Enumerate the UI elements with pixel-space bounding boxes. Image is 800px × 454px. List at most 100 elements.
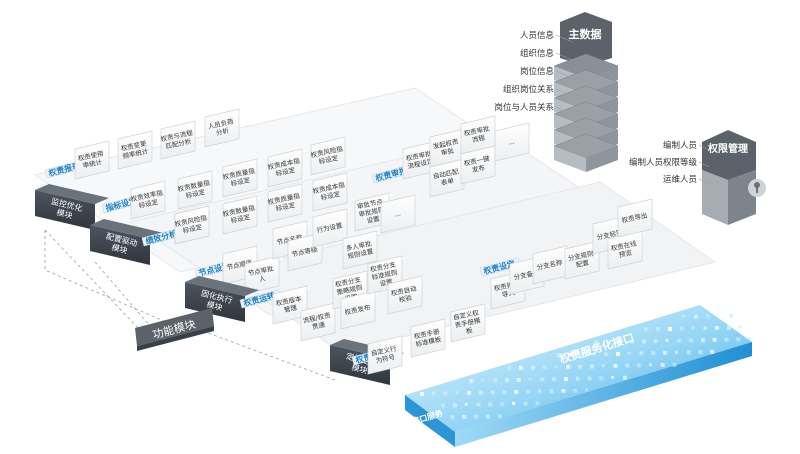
function-card: 权责与流程匹配分析: [160, 120, 199, 160]
master-data-title: 主数据: [569, 27, 602, 41]
module-base: 配置驱动模块: [90, 219, 164, 265]
authority-item: 编制人员权限等级: [629, 157, 698, 168]
card-face: [340, 290, 376, 330]
pixel-block: [668, 327, 672, 331]
pixel-block: [500, 402, 503, 405]
leader-line: [698, 144, 710, 151]
function-card: 权责质量指标设定: [267, 183, 306, 223]
function-card: 分支名称: [532, 245, 571, 285]
function-card: ...: [380, 194, 419, 234]
pixel-block: [542, 365, 545, 368]
function-card: 权责导出: [617, 198, 656, 238]
pixel-block: [689, 338, 692, 341]
pixel-block: [594, 340, 597, 343]
card-face: [74, 140, 110, 180]
pixel-block: [627, 351, 631, 355]
pixel-block: [599, 376, 602, 379]
card-face: [130, 180, 166, 220]
function-card: 权责风险指标设定: [174, 205, 213, 245]
card-label: ...: [394, 209, 402, 218]
module-row: 定权定责模块权责编辑自定义行为符号权责手册标准模板自定义权责手册模板: [330, 303, 489, 385]
leader-line: [555, 106, 573, 115]
function-card: 多人审批规则设置: [342, 230, 381, 270]
interface-platform: [405, 305, 752, 447]
module-base-top: [90, 219, 164, 239]
pixel-block: [585, 388, 589, 392]
pixel-block: [557, 353, 561, 358]
pixel-block: [486, 414, 490, 419]
function-card: 权责质量指标设定: [222, 158, 261, 198]
function-card: 权责数量指标设定: [222, 195, 261, 235]
pixel-block: [653, 339, 657, 343]
card-face: [267, 148, 303, 188]
pixel-block: [490, 390, 494, 394]
authority-title: 权限管理: [707, 142, 748, 155]
pixel-block: [656, 327, 661, 332]
card-face: [300, 302, 336, 342]
pixel-block: [538, 389, 541, 393]
pixel-block: [675, 350, 678, 354]
pixel-block: [710, 350, 714, 353]
pixel-block: [644, 327, 648, 331]
pixel-block: [729, 313, 734, 318]
pixel-block: [479, 390, 481, 393]
module-row: 绩效分析权责效率指标设定权责数量指标设定权责质量指标设定权责成本指标设定权责风险…: [141, 172, 351, 247]
card-label: ...: [508, 137, 516, 146]
pixel-block: [611, 376, 615, 379]
card-face: [450, 303, 486, 343]
leader-line: [555, 34, 573, 43]
card-face: [494, 122, 530, 162]
pixel-block: [694, 314, 698, 319]
function-card: 权责手册标准模板: [410, 318, 449, 358]
pixel-block: [455, 391, 459, 395]
pixel-block: [453, 403, 455, 406]
card-face: [312, 172, 348, 212]
pixel-block: [590, 364, 592, 367]
function-card: ...: [494, 122, 533, 162]
master-data-item: 组织信息: [520, 48, 555, 59]
leader-line: [555, 88, 573, 97]
pixel-block: [682, 314, 686, 318]
pixel-block: [512, 402, 515, 405]
module-base-top: [185, 276, 259, 296]
card-face: [617, 198, 653, 238]
pixel-block: [420, 392, 424, 396]
pixel-block: [443, 391, 447, 395]
pixel-block: [481, 378, 485, 382]
leader-line: [698, 161, 710, 168]
pixel-block: [705, 314, 708, 317]
module-row: 固化执行模块权责运转权责版本管理流程/权责贯通权责分支策略规则设置权责发布权责分…: [185, 255, 426, 342]
module-base-front: [185, 282, 245, 322]
function-card: 权责效率指标设定: [130, 180, 169, 220]
function-card: 审批节点审批规则设置: [354, 192, 393, 232]
function-card: 行为设置: [312, 208, 351, 248]
function-card: 权责版本管理: [272, 285, 311, 325]
pixel-block: [698, 350, 701, 353]
pixel-block: [476, 402, 481, 407]
function-card: 权责在线预览: [607, 230, 646, 270]
card-face: [204, 108, 240, 148]
pixel-block: [616, 352, 618, 354]
card-face: [380, 194, 416, 234]
function-module-box: 功能模块: [135, 308, 214, 351]
function-card: 分支规则配置: [564, 240, 603, 280]
pixel-block: [528, 377, 532, 381]
leader-line: [555, 52, 573, 61]
function-card: 人员负荷分析: [204, 108, 243, 148]
pixel-block: [625, 363, 628, 366]
pixel-block: [613, 364, 618, 368]
pixel-block: [712, 338, 717, 342]
pixel-block: [715, 326, 718, 328]
pixel-block: [727, 325, 730, 329]
pixel-block: [717, 314, 721, 317]
pixel-block: [469, 379, 472, 381]
lock-icon: [748, 179, 766, 197]
pixel-block: [502, 390, 507, 395]
pixel-block: [686, 350, 691, 355]
